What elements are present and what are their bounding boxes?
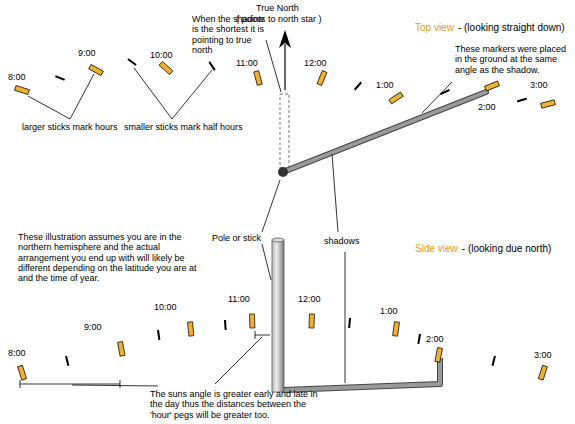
half-hour-stick — [65, 356, 69, 366]
hour-label: 9:00 — [84, 322, 102, 332]
half-hour-stick — [440, 89, 450, 95]
top-shadow-outline — [283, 92, 486, 172]
note: When the shadow is the shortest it is po… — [192, 14, 266, 55]
hour-label: 3:00 — [534, 350, 552, 360]
half-hour-stick — [417, 334, 421, 344]
half-hour-stick — [208, 61, 215, 70]
hour-peg — [15, 86, 30, 95]
half-hour-stick — [157, 330, 160, 340]
note: These illustration assumes you are in th… — [18, 232, 210, 284]
hour-peg — [89, 64, 104, 75]
side-shadow — [284, 358, 440, 390]
side-shadow-outline — [284, 358, 440, 390]
view-title: Side view — [415, 243, 458, 255]
hour-peg — [538, 365, 547, 380]
hour-label: 11:00 — [236, 58, 258, 68]
pole-cap — [272, 238, 284, 242]
view-subtitle: - (looking straight down) — [458, 22, 565, 34]
note: The suns angle is greater early and late… — [150, 389, 330, 420]
callout-label: Pole or stick — [212, 233, 261, 243]
note: These markers were placed in the ground … — [455, 44, 567, 75]
hour-label: 2:00 — [478, 102, 496, 112]
view-subtitle: - (looking due north) — [462, 243, 552, 255]
hour-peg — [389, 92, 403, 104]
view-title: Top view — [415, 22, 454, 34]
pole-top — [278, 167, 288, 177]
leader-lines — [20, 40, 452, 388]
hour-peg — [159, 61, 173, 74]
hour-peg — [254, 71, 262, 86]
note: smaller sticks mark half hours — [124, 122, 243, 132]
pole-side — [272, 240, 284, 392]
half-hour-stick — [354, 82, 362, 91]
half-hour-stick — [517, 98, 527, 103]
hour-label: 1:00 — [380, 306, 398, 316]
hour-label: 8:00 — [8, 72, 26, 82]
hour-label: 12:00 — [298, 294, 321, 304]
half-hour-stick — [55, 75, 65, 81]
half-hour-stick — [348, 318, 351, 328]
hour-peg — [393, 322, 400, 337]
top-shadow — [283, 92, 486, 172]
hour-peg — [435, 348, 443, 363]
hour-label: 1:00 — [376, 80, 394, 90]
half-hour-stick — [127, 58, 136, 66]
hour-peg — [188, 322, 194, 336]
hour-peg — [541, 100, 556, 108]
noon-shadow — [280, 94, 289, 168]
north-arrow — [279, 30, 291, 90]
hour-peg — [317, 71, 327, 86]
hour-peg — [309, 314, 315, 328]
hour-peg — [250, 314, 255, 328]
north-label: True North — [256, 3, 299, 13]
hour-peg — [485, 81, 500, 91]
hour-label: 8:00 — [8, 348, 26, 358]
hour-peg — [118, 342, 125, 357]
hour-label: 3:00 — [530, 80, 548, 90]
hour-label: 2:00 — [426, 334, 444, 344]
hour-label: 10:00 — [150, 50, 173, 60]
half-hour-stick — [492, 356, 496, 366]
hour-label: 9:00 — [78, 48, 96, 58]
hour-label: 11:00 — [228, 294, 250, 304]
hour-label: 10:00 — [154, 302, 177, 312]
hour-label: 12:00 — [304, 58, 327, 68]
callout-label: shadows — [324, 236, 360, 246]
hour-peg — [18, 365, 27, 380]
note: larger sticks mark hours — [22, 122, 118, 132]
half-hour-stick — [224, 320, 227, 330]
